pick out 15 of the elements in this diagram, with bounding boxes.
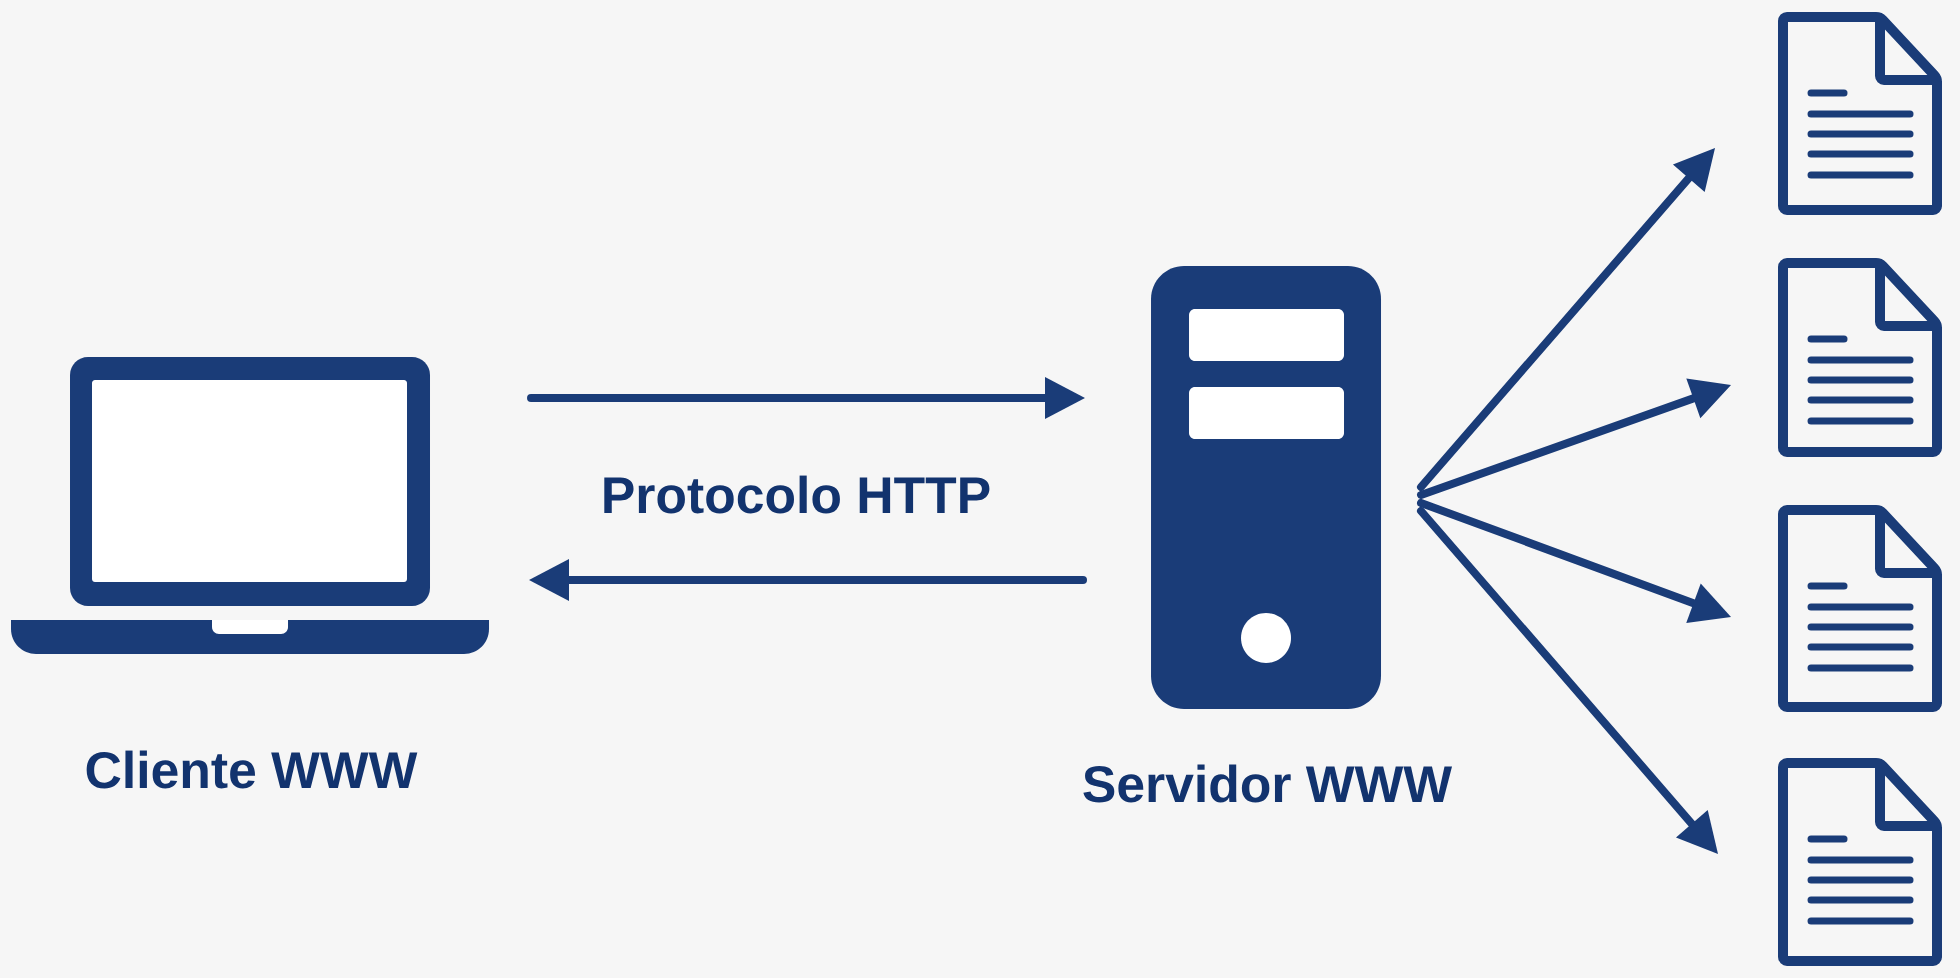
node-label: Cliente WWW bbox=[86, 750, 418, 789]
arrow bbox=[527, 377, 1085, 419]
arrow bbox=[529, 559, 1087, 601]
document-icon bbox=[1778, 12, 1942, 215]
arrow bbox=[1417, 148, 1715, 491]
node-label: Servidor WWW bbox=[1083, 764, 1452, 803]
laptop-icon bbox=[11, 357, 489, 654]
arrow bbox=[1417, 507, 1718, 854]
document-icon bbox=[1778, 758, 1942, 966]
arrow bbox=[1417, 499, 1731, 623]
label: Protocolo HTTP bbox=[604, 475, 990, 514]
server-icon bbox=[1151, 266, 1381, 709]
document-icon bbox=[1778, 258, 1942, 457]
arrow bbox=[1417, 378, 1731, 499]
document-icon bbox=[1778, 505, 1942, 712]
